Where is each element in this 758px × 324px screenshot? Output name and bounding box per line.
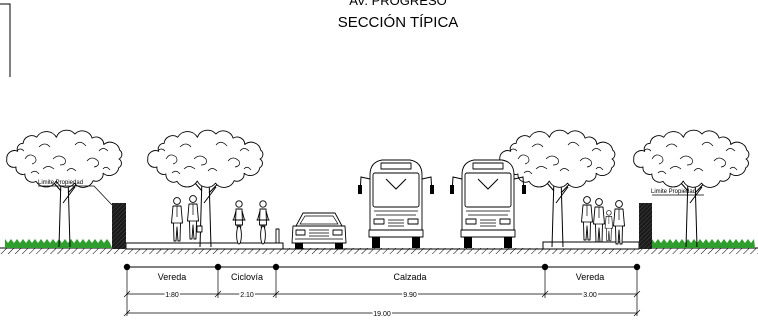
grass-right <box>652 239 755 248</box>
segment-label-vereda-right: Vereda <box>576 272 605 282</box>
left-sidewalk <box>125 242 284 250</box>
pedestrian-icon-5 <box>613 200 625 245</box>
property-wall-left-hatch <box>112 203 126 249</box>
total-width: 19.00 <box>373 311 391 318</box>
cyclist-icon-2 <box>256 200 270 245</box>
property-label-right: Limite Propiedad <box>651 189 696 195</box>
segment-label-vereda-left: Vereda <box>158 272 187 282</box>
width-calzada: 9.90 <box>403 292 417 299</box>
drawing-title: AV. PROGRESO <box>349 0 447 8</box>
property-wall-right-hatch <box>639 203 652 249</box>
total-dimension-line <box>123 309 641 317</box>
segment-marker-3 <box>272 263 280 271</box>
drawing-subtitle: SECCIÓN TÍPICA <box>338 14 459 31</box>
tree-icon-2 <box>147 129 264 248</box>
bus-icon-1 <box>357 159 435 249</box>
pedestrian-icon-4 <box>593 198 605 243</box>
right-sidewalk <box>542 241 640 250</box>
pedestrian-icon-1 <box>171 197 183 242</box>
car-icon <box>291 212 347 250</box>
property-label-left: Limite Propiedad <box>38 180 83 186</box>
segment-label-calzada: Calzada <box>393 272 426 282</box>
pedestrian-icon-3 <box>581 196 593 241</box>
child-icon <box>604 210 614 242</box>
width-vereda-right: 3.00 <box>583 292 597 299</box>
segment-marker-1 <box>123 263 131 271</box>
segment-marker-5 <box>633 263 641 271</box>
bollard <box>275 228 280 244</box>
grass-left <box>5 239 112 248</box>
segment-marker-2 <box>214 263 222 271</box>
property-label-left-underline <box>38 185 113 206</box>
ground-hatch <box>0 248 758 254</box>
frame-corner <box>0 3 11 77</box>
width-vereda-left: 1.80 <box>165 292 179 299</box>
width-dimension-line <box>123 290 641 298</box>
cyclist-icon-1 <box>232 200 246 245</box>
segment-label-ciclovia: Ciclovía <box>231 272 263 282</box>
dimension-extension-lines <box>126 267 638 316</box>
briefcase-icon <box>196 225 203 233</box>
tree-icon-1 <box>6 129 123 248</box>
pedestrian-icon-2 <box>187 195 199 240</box>
width-ciclovia: 2.10 <box>240 292 254 299</box>
segment-marker-4 <box>541 263 549 271</box>
